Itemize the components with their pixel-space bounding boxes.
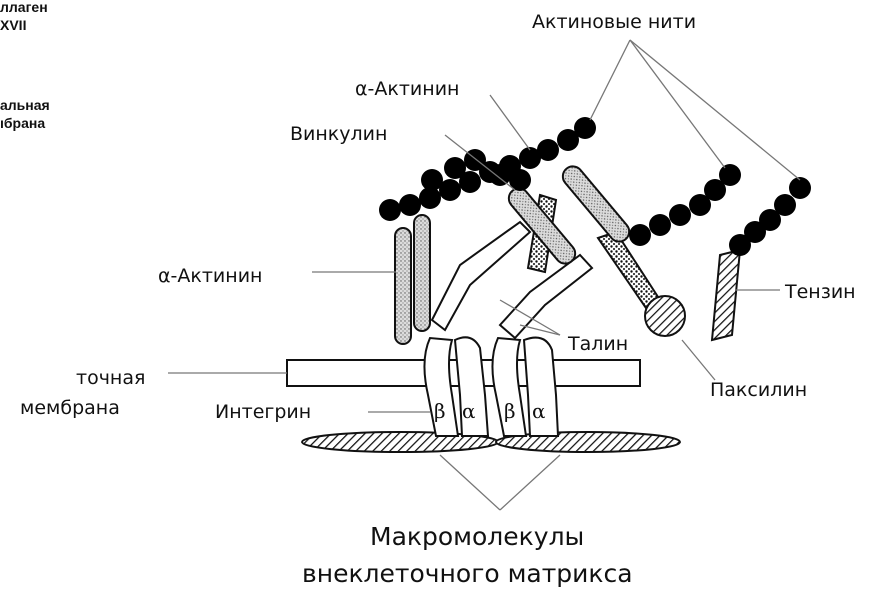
alpha-actinin-left-rods [395, 215, 430, 344]
ecm-macromolecules [302, 432, 680, 452]
cut-label-collagen-1: ллаген [0, 0, 48, 15]
label-vinculin: Винкулин [290, 123, 387, 145]
label-alpha-actinin-left: α-Актинин [158, 265, 262, 287]
label-tensin: Тензин [784, 281, 856, 303]
talin [432, 222, 592, 338]
label-cell-membrane-2: мембрана [20, 397, 120, 419]
tensin-shape [712, 250, 740, 340]
cut-label-basal-1: альная [0, 97, 50, 113]
label-ecm-line-1: Макромолекулы [370, 522, 584, 551]
actinin-rod-2 [414, 215, 430, 331]
label-alpha-actinin-top: α-Актинин [355, 78, 459, 100]
actinin-rod-1 [395, 228, 411, 344]
label-cell-membrane-1: точная [76, 367, 145, 389]
label-paxillin: Паксилин [710, 379, 807, 401]
label-alpha-left: α [462, 399, 476, 423]
label-beta-left: β [434, 399, 446, 423]
cut-label-basal-2: ıбрана [0, 115, 45, 131]
label-actin-filaments: Актиновые нити [532, 11, 696, 33]
label-integrin: Интегрин [215, 401, 311, 423]
label-ecm-line-2: внеклеточного матрикса [302, 559, 633, 588]
paxillin-ball [645, 296, 685, 336]
label-beta-right: β [504, 399, 516, 423]
label-alpha-right: α [532, 399, 546, 423]
label-talin: Талин [567, 333, 628, 355]
cut-label-collagen-2: XVII [0, 17, 26, 33]
